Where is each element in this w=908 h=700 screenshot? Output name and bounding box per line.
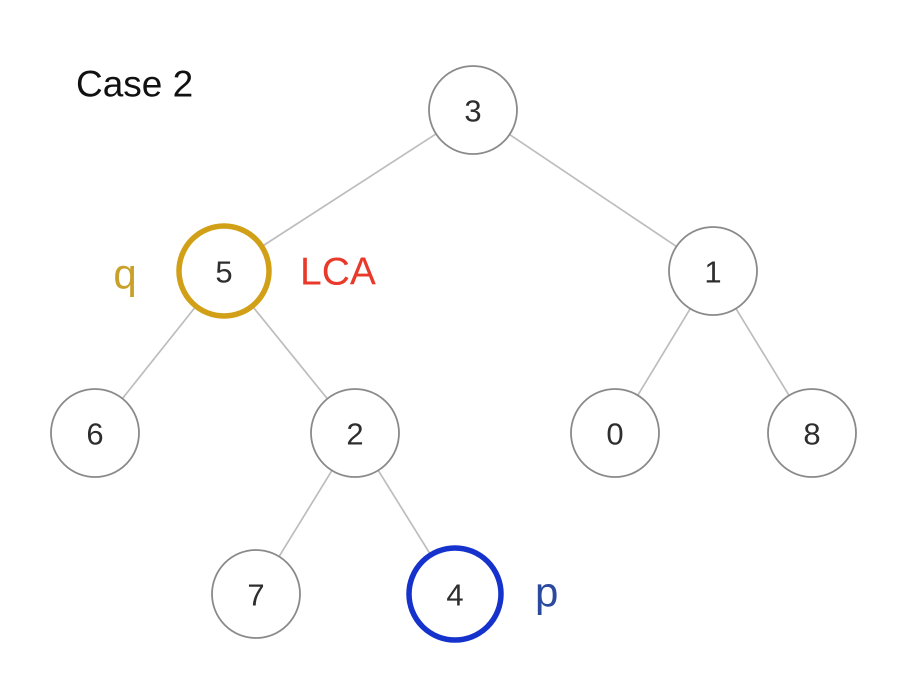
node-value-1: 1	[704, 255, 721, 290]
tree-nodes-group: 3 5 1 6 2 0 8 7 4	[50, 65, 857, 643]
label-lca: LCA	[300, 251, 376, 294]
tree-edge	[637, 308, 691, 396]
label-q: q	[113, 251, 136, 298]
tree-node-0[interactable]: 0	[570, 388, 660, 478]
tree-node-5[interactable]: 5	[176, 223, 272, 319]
node-circle[interactable]	[310, 388, 400, 478]
tree-edge	[252, 305, 328, 399]
node-value-3: 3	[464, 94, 481, 129]
page-title: Case 2	[76, 64, 193, 105]
node-circle[interactable]	[211, 549, 301, 639]
tree-node-6[interactable]: 6	[50, 388, 140, 478]
node-value-7: 7	[247, 578, 264, 613]
tree-edge	[735, 308, 790, 396]
tree-edge	[261, 133, 437, 247]
annotations-group: q LCA p	[113, 251, 558, 616]
node-value-4: 4	[446, 578, 463, 613]
node-circle-highlight-p[interactable]	[406, 545, 504, 643]
node-value-5: 5	[215, 255, 232, 290]
node-circle[interactable]	[428, 65, 518, 155]
tree-node-3[interactable]: 3	[428, 65, 518, 155]
node-circle[interactable]	[668, 226, 758, 316]
node-circle[interactable]	[767, 388, 857, 478]
tree-edges-group	[122, 133, 790, 557]
tree-edge	[278, 470, 333, 557]
tree-node-8[interactable]: 8	[767, 388, 857, 478]
node-value-0: 0	[606, 417, 623, 452]
tree-node-2[interactable]: 2	[310, 388, 400, 478]
node-value-8: 8	[803, 417, 820, 452]
tree-edge	[122, 306, 197, 399]
tree-node-1[interactable]: 1	[668, 226, 758, 316]
node-value-2: 2	[346, 417, 363, 452]
tree-edge	[377, 470, 432, 555]
tree-node-4[interactable]: 4	[406, 545, 504, 643]
node-circle[interactable]	[570, 388, 660, 478]
tree-edge	[509, 134, 677, 247]
node-circle-highlight-lca[interactable]	[176, 223, 272, 319]
node-value-6: 6	[86, 417, 103, 452]
node-circle[interactable]	[50, 388, 140, 478]
label-p: p	[535, 569, 558, 616]
tree-node-7[interactable]: 7	[211, 549, 301, 639]
